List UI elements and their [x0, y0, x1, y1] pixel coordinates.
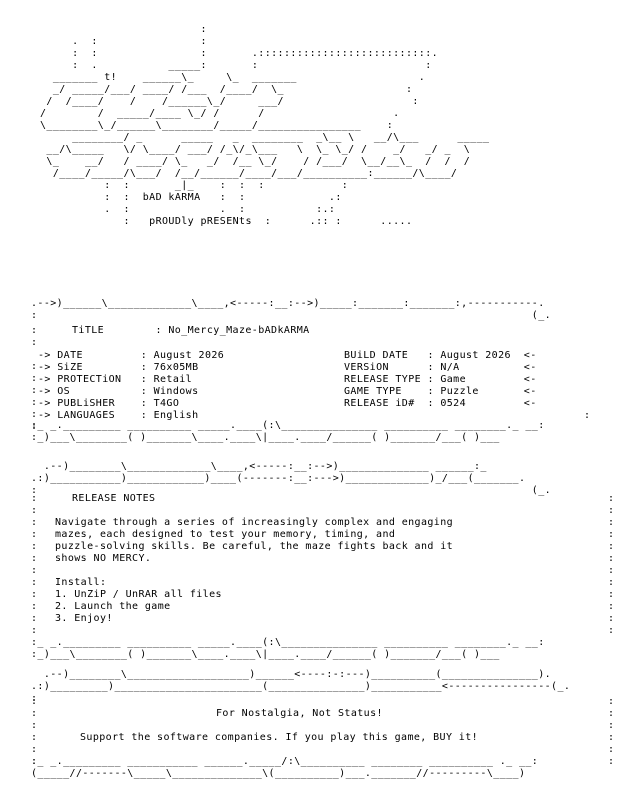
info-row-version: VERSiON : N/A <-: [344, 362, 537, 373]
info-value: Game: [440, 374, 524, 385]
arrow-glyph: ->: [38, 374, 58, 385]
info-row-os: -> OS : Windows: [38, 386, 199, 397]
info-value: N/A: [440, 362, 524, 373]
release-notes-body: Navigate through a series of increasingl…: [55, 517, 453, 565]
arrow-glyph: ->: [38, 398, 58, 409]
release-notes-heading: RELEASE NOTES: [72, 493, 156, 504]
release-info-right-column: BUiLD DATE : August 2026 <-VERSiON : N/A…: [344, 350, 537, 410]
info-value: Puzzle: [440, 386, 524, 397]
info-row-release-id-: RELEASE iD# : 0524 <-: [344, 398, 537, 409]
info-value: T4GO: [153, 398, 180, 409]
arrow-glyph: ->: [38, 350, 58, 361]
arrow-glyph: <-: [523, 374, 537, 385]
release-notes-right-frame: : : : : : : : : : : : :: [608, 493, 615, 636]
info-label: PUBLiSHER: [57, 398, 141, 409]
info-value: 0524: [440, 398, 524, 409]
arrow-glyph: ->: [38, 362, 58, 373]
arrow-glyph: ->: [38, 386, 58, 397]
arrow-glyph: <-: [523, 386, 537, 397]
release-info-frame-bottom: :_ _._________ __________ _____.____(:\_…: [31, 420, 545, 443]
install-step: 3. Enjoy!: [55, 613, 113, 624]
release-info-left-frame: : : : : : : : :: [31, 325, 38, 432]
info-label: VERSiON: [344, 362, 428, 373]
install-step: 1. UnZiP / UnRAR all files: [55, 589, 222, 600]
info-label: RELEASE iD#: [344, 398, 428, 409]
info-value: August 2026: [153, 350, 225, 361]
release-info-frame-top: .-->)______\_____________\____,<-----:__…: [31, 298, 552, 321]
info-row-publisher: -> PUBLiSHER : T4GO: [38, 398, 180, 409]
info-row-size: -> SiZE : 76x05MB: [38, 362, 199, 373]
info-label: BUiLD DATE: [344, 350, 428, 361]
info-label: PROTECTiON: [57, 374, 141, 385]
footer-right-frame: : : : : : :: [608, 696, 615, 767]
info-row-languages: -> LANGUAGES : English: [38, 410, 199, 421]
ascii-logo: : . : : : : : .:::::::::::::::::::::::::…: [40, 24, 490, 227]
arrow-glyph: <-: [523, 398, 537, 409]
info-label: RELEASE TYPE: [344, 374, 428, 385]
footer-frame-bottom: :_ _._________ ___________ ______._____/…: [31, 756, 539, 779]
info-value: August 2026: [440, 350, 524, 361]
footer-support: Support the software companies. If you p…: [80, 732, 479, 743]
info-row-release-type: RELEASE TYPE : Game <-: [344, 374, 537, 385]
info-row-game-type: GAME TYPE : Puzzle <-: [344, 386, 537, 397]
info-label: OS: [57, 386, 141, 397]
info-row-date: -> DATE : August 2026: [38, 350, 225, 361]
notes-line: puzzle-solving skills. Be careful, the m…: [55, 541, 454, 552]
info-row-protection: -> PROTECTiON : Retail: [38, 374, 193, 385]
title-label: TiTLE: [72, 325, 105, 336]
arrow-glyph: <-: [523, 350, 537, 361]
info-value: Retail: [153, 374, 193, 385]
release-info-right-frame: :: [584, 410, 591, 421]
notes-line: shows NO MERCY.: [55, 553, 152, 564]
title-value: No_Mercy_Maze-bADkARMA: [168, 325, 310, 336]
info-value: 76x05MB: [153, 362, 199, 373]
footer-frame-top: .--)________\___________________)______<…: [31, 669, 571, 704]
release-info-title-row: TiTLE : No_Mercy_Maze-bADkARMA: [72, 325, 310, 336]
notes-line: Navigate through a series of increasingl…: [55, 517, 454, 528]
info-label: DATE: [57, 350, 141, 361]
release-notes-frame-bottom: :_ _._________ __________ _____.____(:\_…: [31, 637, 545, 660]
info-row-build-date: BUiLD DATE : August 2026 <-: [344, 350, 537, 361]
release-notes-left-frame: : : : : : : : : : : : :: [31, 493, 38, 636]
info-label: SiZE: [57, 362, 141, 373]
info-value: English: [153, 410, 199, 421]
arrow-glyph: ->: [38, 410, 58, 421]
info-label: GAME TYPE: [344, 386, 428, 397]
info-label: LANGUAGES: [57, 410, 141, 421]
info-value: Windows: [153, 386, 199, 397]
arrow-glyph: <-: [523, 362, 537, 373]
release-info-left-column: -> DATE : August 2026-> SiZE : 76x05MB->…: [38, 350, 224, 422]
footer-motto: For Nostalgia, Not Status!: [216, 708, 383, 719]
notes-line: mazes, each designed to test your memory…: [55, 529, 396, 540]
install-heading: Install:: [55, 577, 107, 588]
install-step: 2. Launch the game: [55, 601, 171, 612]
footer-left-frame: : : : : : :: [31, 696, 38, 767]
release-notes-frame-top: .--)________\_____________\____,<-----:_…: [31, 461, 552, 496]
